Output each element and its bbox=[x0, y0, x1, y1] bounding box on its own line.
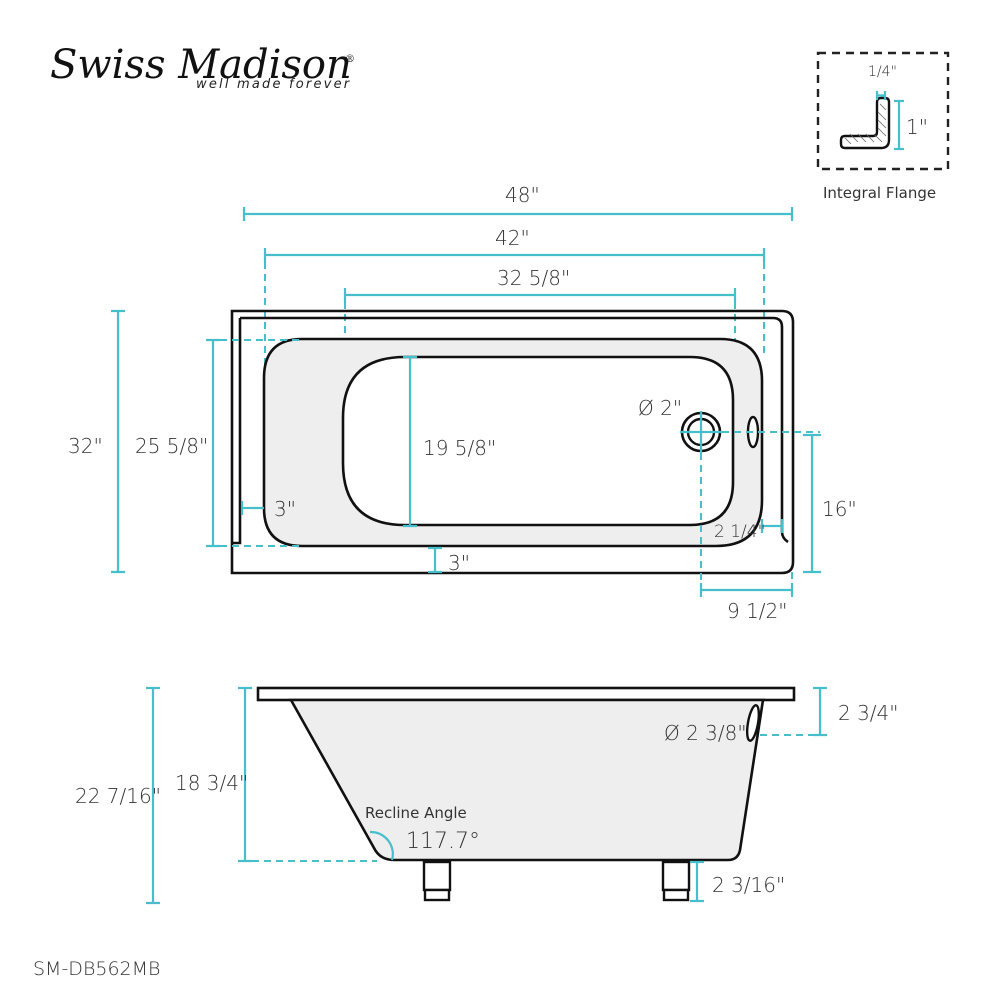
tub-height-label: 18 3/4" bbox=[175, 771, 248, 795]
brand-tagline: well made forever bbox=[196, 77, 351, 92]
leg-left-foot bbox=[423, 888, 451, 902]
tub-outer-outline bbox=[230, 309, 795, 575]
drain-rim-line bbox=[760, 519, 784, 533]
side-body bbox=[288, 698, 765, 862]
overall-length-line bbox=[242, 207, 794, 221]
leg-right bbox=[661, 860, 691, 892]
flange-height-label: 1" bbox=[906, 115, 928, 139]
front-rim-line bbox=[428, 546, 442, 574]
rim-length-label: 42" bbox=[495, 226, 530, 250]
recline-caption: Recline Angle bbox=[365, 804, 467, 822]
side-rim bbox=[256, 686, 796, 702]
leg-height-line bbox=[690, 860, 704, 903]
drain-crosshair bbox=[680, 411, 722, 453]
drain-guides bbox=[700, 431, 820, 590]
flange-thickness-line bbox=[875, 91, 887, 100]
registered-mark: ® bbox=[345, 54, 355, 65]
brand-logo: Swiss Madison ® well made forever bbox=[50, 42, 355, 92]
tub-wall-outline bbox=[232, 316, 789, 545]
flange-caption: Integral Flange bbox=[823, 184, 936, 202]
drain-front-line bbox=[803, 433, 821, 574]
drain-diameter-label: Ø 2" bbox=[638, 396, 682, 420]
top-view: 48" 42" 32 5/8" Ø 2" 32" 25 5/8" 19 5/8"… bbox=[68, 183, 857, 623]
basin-width-label: 19 5/8" bbox=[423, 436, 496, 460]
side-view: 22 7/16" 18 3/4" Recline Angle 117.7° Ø … bbox=[75, 686, 898, 905]
flange-inset: 1/4" 1" Integral Flange bbox=[816, 51, 950, 202]
tub-height-line bbox=[238, 686, 252, 863]
overall-height-line bbox=[146, 686, 160, 905]
overflow-diameter-label: Ø 2 3/8" bbox=[664, 721, 747, 745]
left-rim-label: 3" bbox=[274, 497, 296, 521]
overall-width-line bbox=[111, 309, 125, 574]
basin-width-line bbox=[403, 355, 417, 528]
flange-hatch bbox=[844, 103, 887, 145]
tub-basin bbox=[341, 355, 735, 527]
basin-length-line bbox=[343, 288, 737, 302]
leg-height-label: 2 3/16" bbox=[712, 873, 785, 897]
flange-height-line bbox=[894, 99, 904, 151]
overflow-height-line bbox=[813, 686, 827, 737]
rim-width-line bbox=[206, 338, 220, 548]
model-number: SM-DB562MB bbox=[33, 958, 160, 980]
brand-name: Swiss Madison bbox=[50, 42, 352, 88]
drain-front-label: 16" bbox=[822, 497, 857, 521]
rim-length-guides bbox=[264, 262, 765, 374]
flange-inset-frame bbox=[816, 51, 950, 171]
recline-angle-value: 117.7° bbox=[406, 829, 480, 854]
overall-width-label: 32" bbox=[68, 434, 103, 458]
recline-angle-arc bbox=[369, 830, 394, 861]
drain-end-line bbox=[699, 583, 794, 597]
rim-width-label: 25 5/8" bbox=[135, 434, 208, 458]
overall-height-label: 22 7/16" bbox=[75, 784, 161, 808]
rim-width-guides bbox=[220, 339, 300, 547]
side-overflow bbox=[745, 704, 761, 742]
overall-length-label: 48" bbox=[505, 183, 540, 207]
flange-thickness-label: 1/4" bbox=[868, 64, 897, 80]
drain-end-label: 9 1/2" bbox=[727, 599, 787, 623]
drain-rim-label: 2 1/4" bbox=[714, 522, 765, 542]
rim-length-line bbox=[263, 248, 766, 262]
left-rim-line bbox=[240, 501, 264, 515]
overflow-height-label: 2 3/4" bbox=[838, 701, 898, 725]
leg-left bbox=[422, 860, 452, 892]
leg-right-foot bbox=[662, 888, 690, 902]
basin-length-label: 32 5/8" bbox=[497, 266, 570, 290]
front-rim-label: 3" bbox=[448, 551, 470, 575]
